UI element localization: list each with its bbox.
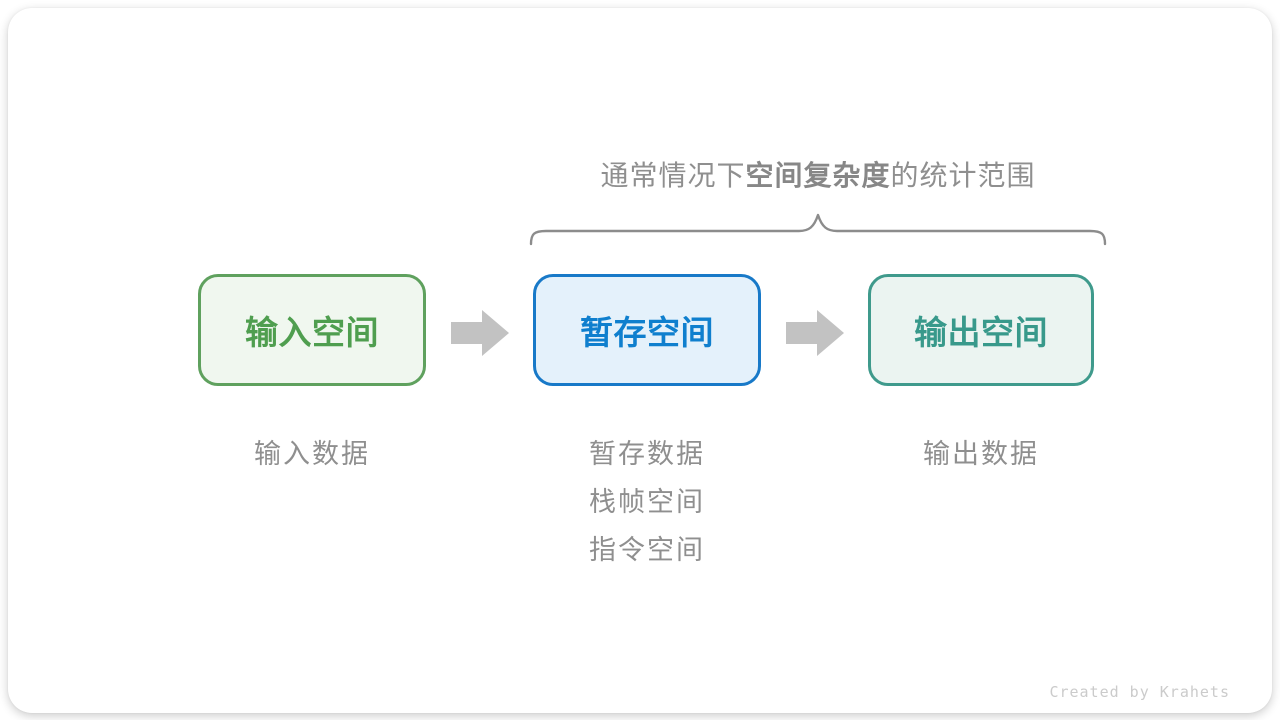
node-temporary-space: 暂存空间 bbox=[533, 274, 761, 386]
node-output-space: 输出空间 bbox=[868, 274, 1094, 386]
curly-brace-icon bbox=[529, 213, 1107, 246]
annotation-suffix: 的统计范围 bbox=[890, 160, 1036, 191]
node-input-space: 输入空间 bbox=[198, 274, 426, 386]
note-input-data: 输入数据 bbox=[254, 439, 370, 469]
note-instruction-space: 指令空间 bbox=[589, 535, 705, 565]
scope-annotation: 通常情况下空间复杂度的统计范围 bbox=[520, 154, 1116, 194]
node-temporary-space-label: 暂存空间 bbox=[580, 314, 714, 351]
node-output-space-label: 输出空间 bbox=[914, 314, 1048, 351]
diagram-card: 通常情况下空间复杂度的统计范围 输入空间 暂存空间 输出空间 输入数据 暂存数据… bbox=[8, 8, 1272, 713]
annotation-prefix: 通常情况下 bbox=[600, 160, 746, 191]
arrow-right-icon bbox=[451, 310, 509, 356]
credit-text: Created by Krahets bbox=[1049, 683, 1230, 701]
note-output-data: 输出数据 bbox=[923, 439, 1039, 469]
note-stack-frame-space: 栈帧空间 bbox=[589, 487, 705, 517]
annotation-bold-term: 空间复杂度 bbox=[745, 160, 891, 191]
note-temporary-data: 暂存数据 bbox=[589, 439, 705, 469]
node-input-space-label: 输入空间 bbox=[245, 314, 379, 351]
arrow-right-icon bbox=[786, 310, 844, 356]
